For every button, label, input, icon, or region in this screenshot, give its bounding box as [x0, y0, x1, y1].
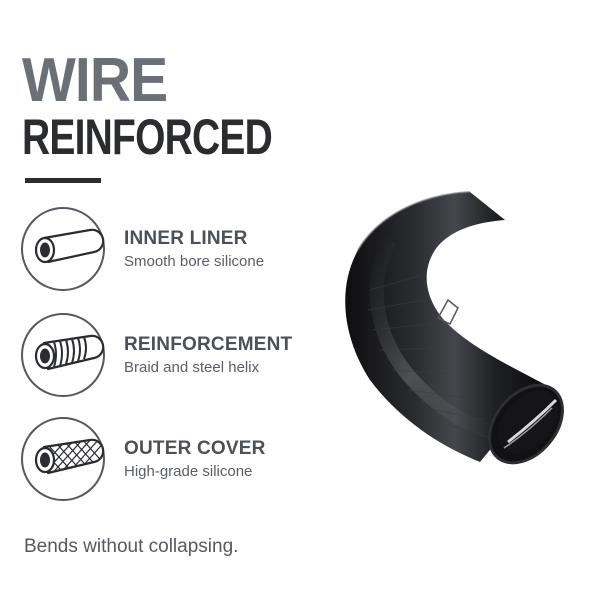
outer-cover-braid-icon: [21, 417, 105, 501]
hose-product-image: [345, 191, 564, 465]
feature-title: REINFORCEMENT: [124, 334, 293, 355]
feature-outer-cover: OUTER COVER High-grade silicone: [20, 416, 340, 506]
title-underline: [25, 178, 101, 183]
title-reinforced: REINFORCED: [22, 109, 273, 165]
reinforcement-helix-icon: [21, 313, 105, 397]
feature-reinforcement: REINFORCEMENT Braid and steel helix: [20, 312, 340, 402]
feature-description: Braid and steel helix: [124, 359, 260, 376]
feature-inner-liner: INNER LINER Smooth bore silicone: [20, 206, 340, 296]
inner-liner-tube-icon: [21, 207, 105, 291]
title-wire: WIRE: [22, 46, 168, 115]
feature-description: Smooth bore silicone: [124, 253, 265, 270]
feature-title: INNER LINER: [124, 228, 248, 249]
feature-description: High-grade silicone: [124, 463, 253, 480]
feature-title: OUTER COVER: [124, 438, 266, 459]
tagline: Bends without collapsing.: [24, 536, 239, 557]
